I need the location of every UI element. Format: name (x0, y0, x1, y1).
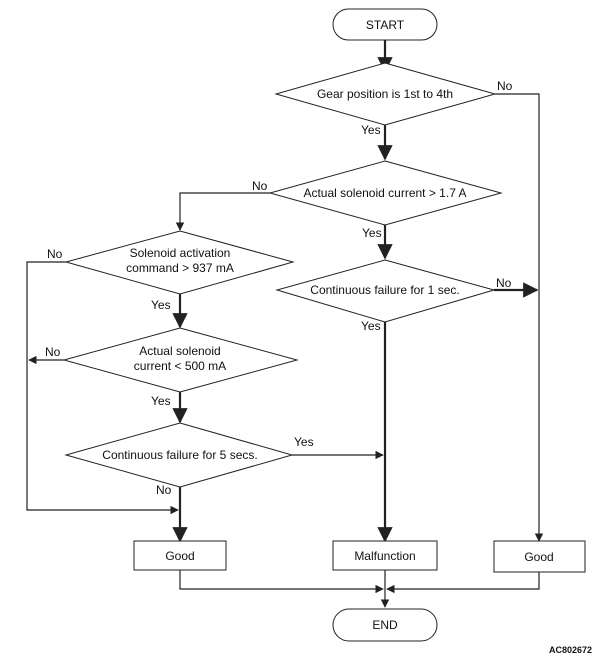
current-gt-no-label: No (252, 179, 268, 193)
start-label: START (366, 18, 405, 32)
current-gt-yes-label: Yes (362, 226, 382, 240)
gear-yes-label: Yes (361, 123, 381, 137)
activation-no-label: No (47, 247, 63, 261)
continuous-1s-decision (275, 259, 496, 323)
figure-code: AC802672 (549, 645, 592, 655)
current-gt-decision (268, 160, 503, 226)
edge-gear-no (495, 93, 544, 542)
cont1-no-label: No (496, 276, 512, 290)
node-text-line: Actual solenoid current > 1.7 A (303, 186, 466, 200)
edge-good-right-to-end (386, 572, 540, 594)
malfunction-box (332, 540, 438, 571)
continuous-1s-text: Continuous failure for 1 sec. (310, 283, 459, 297)
malfunction-label: Malfunction (354, 549, 415, 563)
current-gt-text: Actual solenoid current > 1.7 A (303, 186, 466, 200)
gear-position-text: Gear position is 1st to 4th (317, 87, 453, 101)
continuous-5s-text: Continuous failure for 5 secs. (102, 448, 257, 462)
node-text-line: Continuous failure for 5 secs. (102, 448, 257, 462)
activation-command-decision (64, 230, 295, 295)
node-text-line: Gear position is 1st to 4th (317, 87, 453, 101)
cont5-no-label: No (156, 483, 172, 497)
gear-position-decision (274, 62, 497, 126)
activation-yes-label: Yes (151, 298, 171, 312)
good-right-box (493, 540, 586, 573)
cont1-yes-label: Yes (361, 319, 381, 333)
gear-no-label: No (497, 79, 513, 93)
current-lt-decision (62, 327, 299, 393)
current-lt-no-label: No (45, 345, 61, 359)
edge-good-left-to-end (179, 570, 384, 594)
node-text-line: Solenoid activation (130, 246, 231, 260)
end-terminal (332, 608, 438, 642)
edge-activation-no (26, 261, 179, 515)
good-left-label: Good (165, 549, 194, 563)
good-left-box (133, 540, 227, 571)
cont5-yes-label: Yes (294, 435, 314, 449)
node-text-line: command > 937 mA (126, 261, 234, 275)
node-text-line: Actual solenoid (139, 344, 220, 358)
node-text-line: Continuous failure for 1 sec. (310, 283, 459, 297)
end-label: END (372, 618, 398, 632)
continuous-5s-decision (64, 422, 294, 488)
node-text-line: current < 500 mA (134, 359, 226, 373)
current-lt-yes-label: Yes (151, 394, 171, 408)
good-right-label: Good (524, 550, 553, 564)
edge-current-gt-no (175, 192, 270, 231)
start-terminal (332, 8, 438, 41)
